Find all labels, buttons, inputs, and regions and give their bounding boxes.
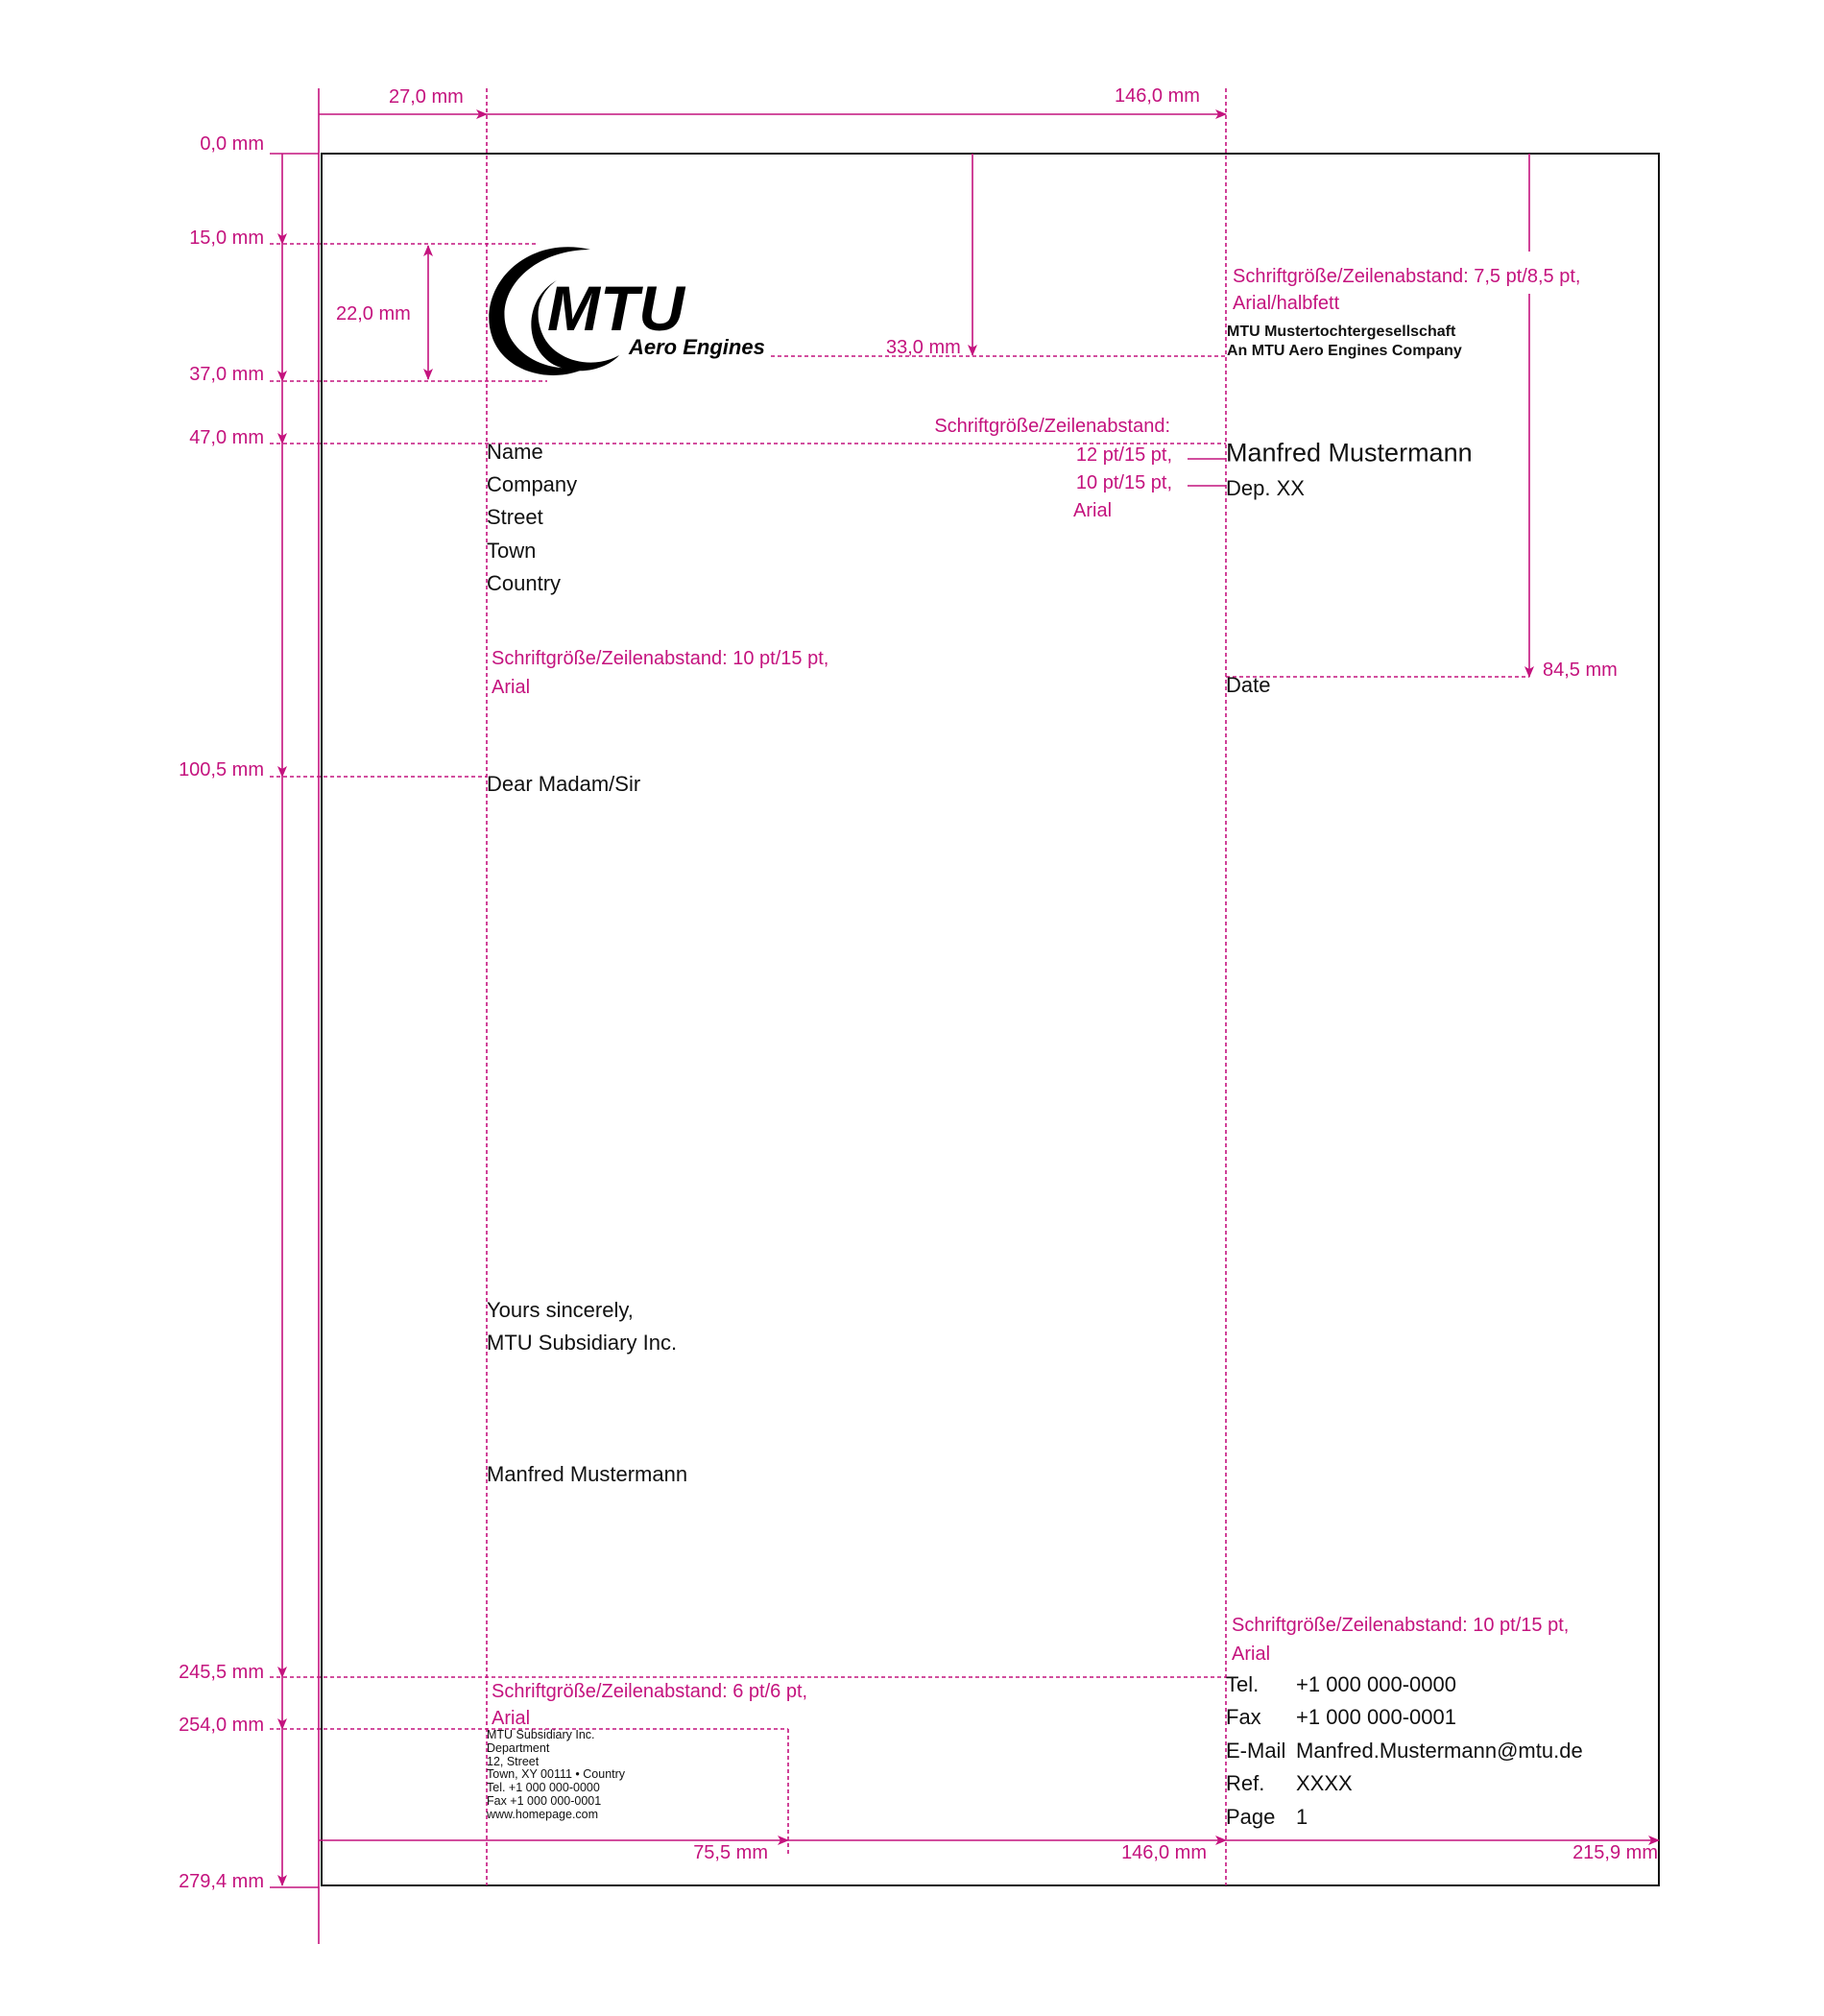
contact-label: E-Mail <box>1226 1739 1286 1763</box>
contact-value: 1 <box>1296 1805 1308 1829</box>
recipient-name: Name <box>487 440 543 464</box>
sender-department: Dep. XX <box>1226 476 1305 500</box>
footer-spec: Arial <box>492 1708 531 1729</box>
recipient-street: Street <box>487 505 543 529</box>
sender-spec: 10 pt/15 pt, <box>1075 472 1172 493</box>
footer-line: Tel. +1 000 000-0000 <box>487 1781 600 1795</box>
recipient-town: Town <box>487 539 537 563</box>
footer-line: Town, XY 00111 • Country <box>487 1767 626 1782</box>
salutation: Dear Madam/Sir <box>487 772 641 796</box>
closing-company: MTU Subsidiary Inc. <box>487 1331 678 1355</box>
dim-logo-baseline: 33,0 mm <box>886 337 961 358</box>
contact-label: Fax <box>1226 1705 1261 1729</box>
sender-spec: Schriftgröße/Zeilenabstand: <box>934 416 1170 437</box>
dim-245: 245,5 mm <box>179 1662 264 1683</box>
logo-swoosh-inner-icon <box>531 280 619 372</box>
dim-100: 100,5 mm <box>179 759 264 780</box>
contact-value: +1 000 000-0000 <box>1296 1672 1456 1696</box>
company-tagline: An MTU Aero Engines Company <box>1227 343 1462 359</box>
svg-text:MTU: MTU <box>547 273 686 344</box>
footer-spec: Schriftgröße/Zeilenabstand: 6 pt/6 pt, <box>492 1681 808 1702</box>
footer-line: Department <box>487 1740 550 1755</box>
dim-bottom-right-column: 146,0 mm <box>1121 1842 1207 1863</box>
company-name: MTU Mustertochtergesellschaft <box>1227 324 1456 340</box>
sender-spec: 12 pt/15 pt, <box>1075 444 1172 466</box>
sender-spec: Arial <box>1073 500 1113 521</box>
dim-0: 0,0 mm <box>200 133 264 155</box>
contact-spec: Arial <box>1232 1644 1271 1665</box>
svg-text:Aero Engines: Aero Engines <box>628 335 765 359</box>
logo-swoosh-outer-icon <box>489 247 592 375</box>
recipient-country: Country <box>487 571 562 595</box>
mtu-logo: MTU Aero Engines <box>489 247 765 375</box>
dim-279: 279,4 mm <box>179 1871 264 1892</box>
contact-spec: Schriftgröße/Zeilenabstand: 10 pt/15 pt, <box>1232 1615 1570 1636</box>
footer-line: 12, Street <box>487 1754 540 1768</box>
dim-37: 37,0 mm <box>189 364 264 385</box>
dim-right-column: 146,0 mm <box>1115 85 1200 107</box>
sender-name: Manfred Mustermann <box>1226 438 1473 468</box>
address-spec: Arial <box>492 677 531 698</box>
footer-line: MTU Subsidiary Inc. <box>487 1728 595 1741</box>
footer-block: MTU Subsidiary Inc. Department 12, Stree… <box>487 1728 626 1822</box>
page-border <box>321 153 1660 1886</box>
dim-footer-width: 75,5 mm <box>693 1842 768 1863</box>
contact-label: Page <box>1226 1805 1276 1829</box>
closing: Yours sincerely, <box>487 1298 634 1322</box>
recipient-company: Company <box>487 472 578 496</box>
dim-logo-height: 22,0 mm <box>336 303 411 324</box>
signature: Manfred Mustermann <box>487 1462 688 1486</box>
company-spec: Arial/halbfett <box>1233 293 1340 314</box>
dim-left-margin: 27,0 mm <box>389 86 464 108</box>
contact-label: Tel. <box>1226 1672 1260 1696</box>
date-label: Date <box>1226 673 1271 697</box>
contact-label: Ref. <box>1226 1771 1265 1795</box>
company-spec: Schriftgröße/Zeilenabstand: 7,5 pt/8,5 p… <box>1233 266 1581 287</box>
contact-value: XXXX <box>1296 1771 1353 1795</box>
footer-line: Fax +1 000 000-0001 <box>487 1793 602 1808</box>
dim-254: 254,0 mm <box>179 1715 264 1736</box>
footer-line: www.homepage.com <box>487 1807 599 1821</box>
dim-15: 15,0 mm <box>189 228 264 249</box>
dim-page-width: 215,9 mm <box>1572 1842 1658 1863</box>
contact-value: +1 000 000-0001 <box>1296 1705 1456 1729</box>
contact-value: Manfred.Mustermann@mtu.de <box>1296 1739 1583 1763</box>
dim-47: 47,0 mm <box>189 427 264 448</box>
dim-date-position: 84,5 mm <box>1543 660 1618 681</box>
address-spec: Schriftgröße/Zeilenabstand: 10 pt/15 pt, <box>492 648 829 669</box>
